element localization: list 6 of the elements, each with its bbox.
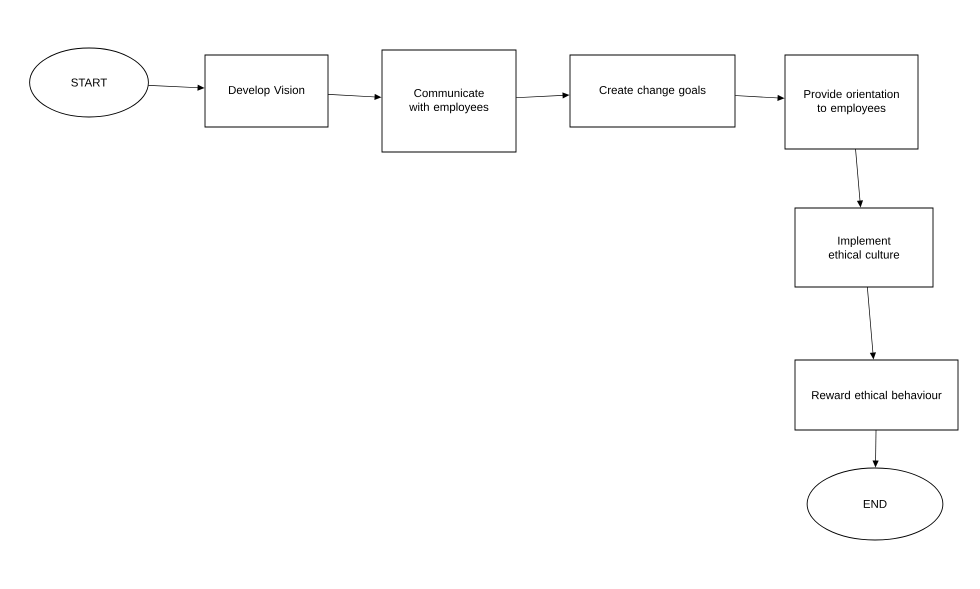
process-box: Develop Vision xyxy=(204,54,328,128)
process-box: Reward ethical behaviour xyxy=(794,360,958,430)
process-box: Create change goals xyxy=(570,54,736,128)
process-box: Communicate with employees xyxy=(382,50,516,152)
process-box: Implement ethical culture xyxy=(794,208,934,288)
process-box: Provide orientation to employees xyxy=(784,54,918,150)
